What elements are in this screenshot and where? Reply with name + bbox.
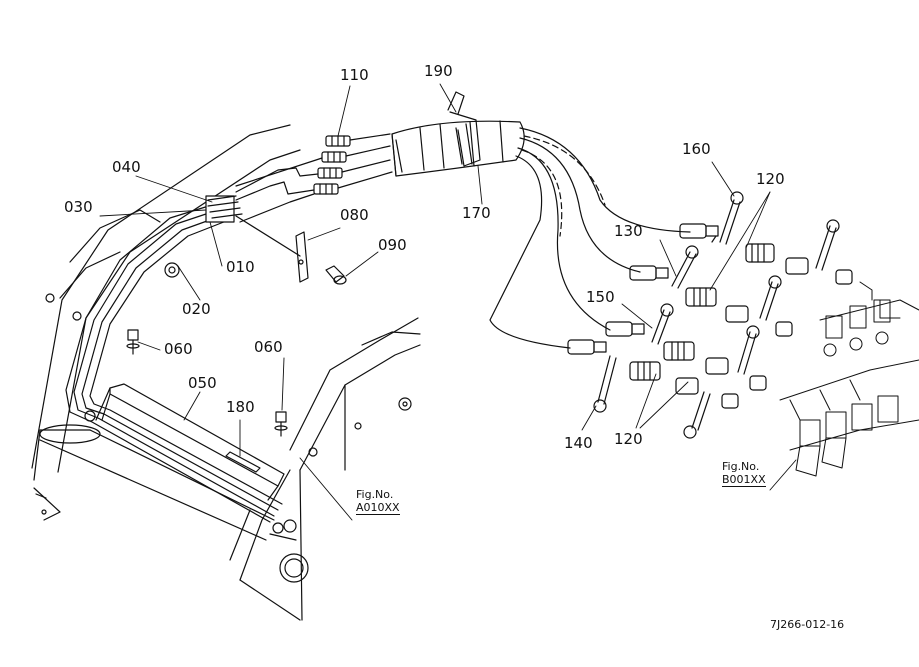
band-clamp	[447, 91, 481, 167]
steel-hydraulic-lines	[65, 195, 297, 534]
callout-060-right[interactable]: 060	[254, 338, 283, 356]
hose-protector-sleeve	[391, 120, 525, 177]
figure-ref-right-code[interactable]: B001XX	[722, 473, 766, 487]
callout-080[interactable]: 080	[340, 206, 369, 224]
bolt-090	[325, 265, 347, 285]
figure-ref-right[interactable]: Fig.No. B001XX	[722, 460, 766, 487]
line-cover	[95, 383, 285, 501]
control-valve	[779, 281, 919, 477]
coupler-top	[679, 223, 853, 285]
figure-ref-left[interactable]: Fig.No. A010XX	[356, 488, 400, 515]
loader-arm-frame	[31, 124, 301, 581]
callout-020[interactable]: 020	[182, 300, 211, 318]
callout-060-left[interactable]: 060	[164, 340, 193, 358]
quick-couplers	[567, 223, 853, 409]
figure-ref-right-label: Fig.No.	[722, 460, 760, 473]
callout-190[interactable]: 190	[424, 62, 453, 80]
dust-caps	[593, 191, 840, 439]
bolt-060-left	[126, 329, 140, 355]
callout-050[interactable]: 050	[188, 374, 217, 392]
callout-130[interactable]: 130	[614, 222, 643, 240]
callout-110[interactable]: 110	[340, 66, 369, 84]
bolt-060-right	[274, 411, 288, 437]
coupler-3	[605, 321, 767, 391]
hose-end-couplers	[235, 133, 393, 223]
callout-120-bottom[interactable]: 120	[614, 430, 643, 448]
callout-170[interactable]: 170	[462, 204, 491, 222]
drawing-number: 7J266-012-16	[770, 618, 845, 631]
hydraulic-hoses	[489, 127, 691, 349]
callout-160[interactable]: 160	[682, 140, 711, 158]
coupler-2	[629, 265, 793, 337]
bracket-080	[235, 215, 309, 283]
callout-090[interactable]: 090	[378, 236, 407, 254]
figure-ref-left-label: Fig.No.	[356, 488, 394, 501]
callout-140[interactable]: 140	[564, 434, 593, 452]
coupler-4	[567, 339, 739, 409]
leader-lines	[99, 83, 797, 521]
callout-120-top[interactable]: 120	[756, 170, 785, 188]
callout-030[interactable]: 030	[64, 198, 93, 216]
callout-180[interactable]: 180	[226, 398, 255, 416]
callout-150[interactable]: 150	[586, 288, 615, 306]
callout-040[interactable]: 040	[112, 158, 141, 176]
figure-ref-left-code[interactable]: A010XX	[356, 501, 400, 515]
callout-010[interactable]: 010	[226, 258, 255, 276]
loader-upright	[239, 317, 421, 621]
